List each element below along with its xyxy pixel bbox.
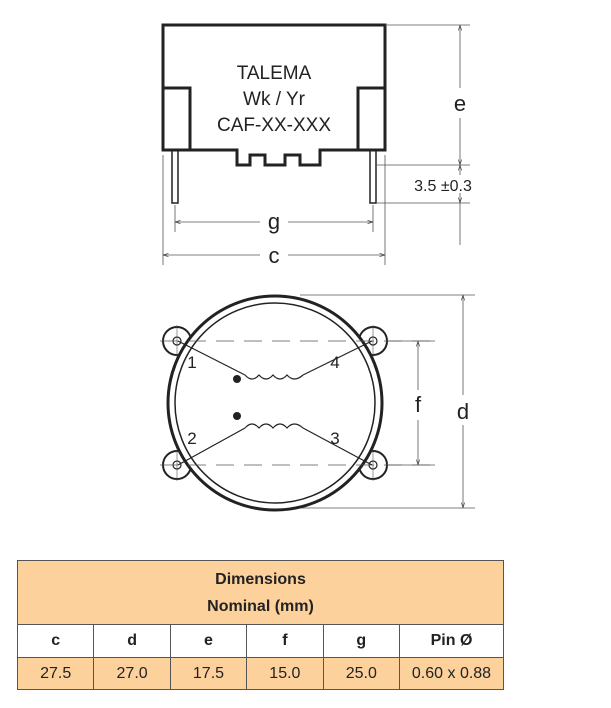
marking-line-3: CAF-XX-XXX (217, 115, 331, 136)
technical-drawing: TALEMA Wk / Yr CAF-XX-XXX e 3.5 ±0.3 g c… (160, 23, 475, 512)
value-row: 27.5 27.0 17.5 15.0 25.0 0.60 x 0.88 (16, 657, 504, 690)
pin-4-label: 4 (330, 353, 339, 372)
value-cell: 0.60 x 0.88 (399, 657, 504, 690)
marking-line-1: TALEMA (237, 63, 312, 84)
polarity-dot-1 (233, 375, 241, 383)
value-cell: 17.5 (169, 657, 248, 690)
dim-d-label: d (457, 399, 469, 424)
table-title-text: Dimensions (215, 570, 306, 588)
header-cell: c (16, 624, 95, 658)
header-cell: e (169, 624, 248, 658)
header-cell: d (93, 624, 171, 658)
header-cell: f (246, 624, 324, 658)
polarity-dot-2 (233, 412, 241, 420)
value-cell: 27.5 (16, 657, 95, 690)
dim-c-label: c (269, 243, 280, 268)
dim-f-label: f (415, 392, 422, 417)
pin-1-label: 1 (187, 353, 196, 372)
pin-3-label: 3 (330, 429, 339, 448)
value-cell: 15.0 (246, 657, 324, 690)
top-view (160, 294, 430, 512)
table-subtitle: Nominal (mm) (207, 597, 314, 615)
dim-pin-length-label: 3.5 ±0.3 (414, 178, 472, 195)
marking-line-2: Wk / Yr (243, 89, 306, 110)
side-view (161, 23, 387, 204)
header-cell: g (322, 624, 401, 658)
value-cell: 25.0 (322, 657, 401, 690)
dimension-lines (162, 24, 475, 509)
header-row: c d e f g Pin Ø (16, 624, 504, 658)
pin-2-label: 2 (187, 429, 196, 448)
header-cell: Pin Ø (399, 624, 504, 658)
dim-e-label: e (454, 91, 466, 116)
value-cell: 27.0 (93, 657, 171, 690)
dim-g-label: g (268, 209, 280, 234)
